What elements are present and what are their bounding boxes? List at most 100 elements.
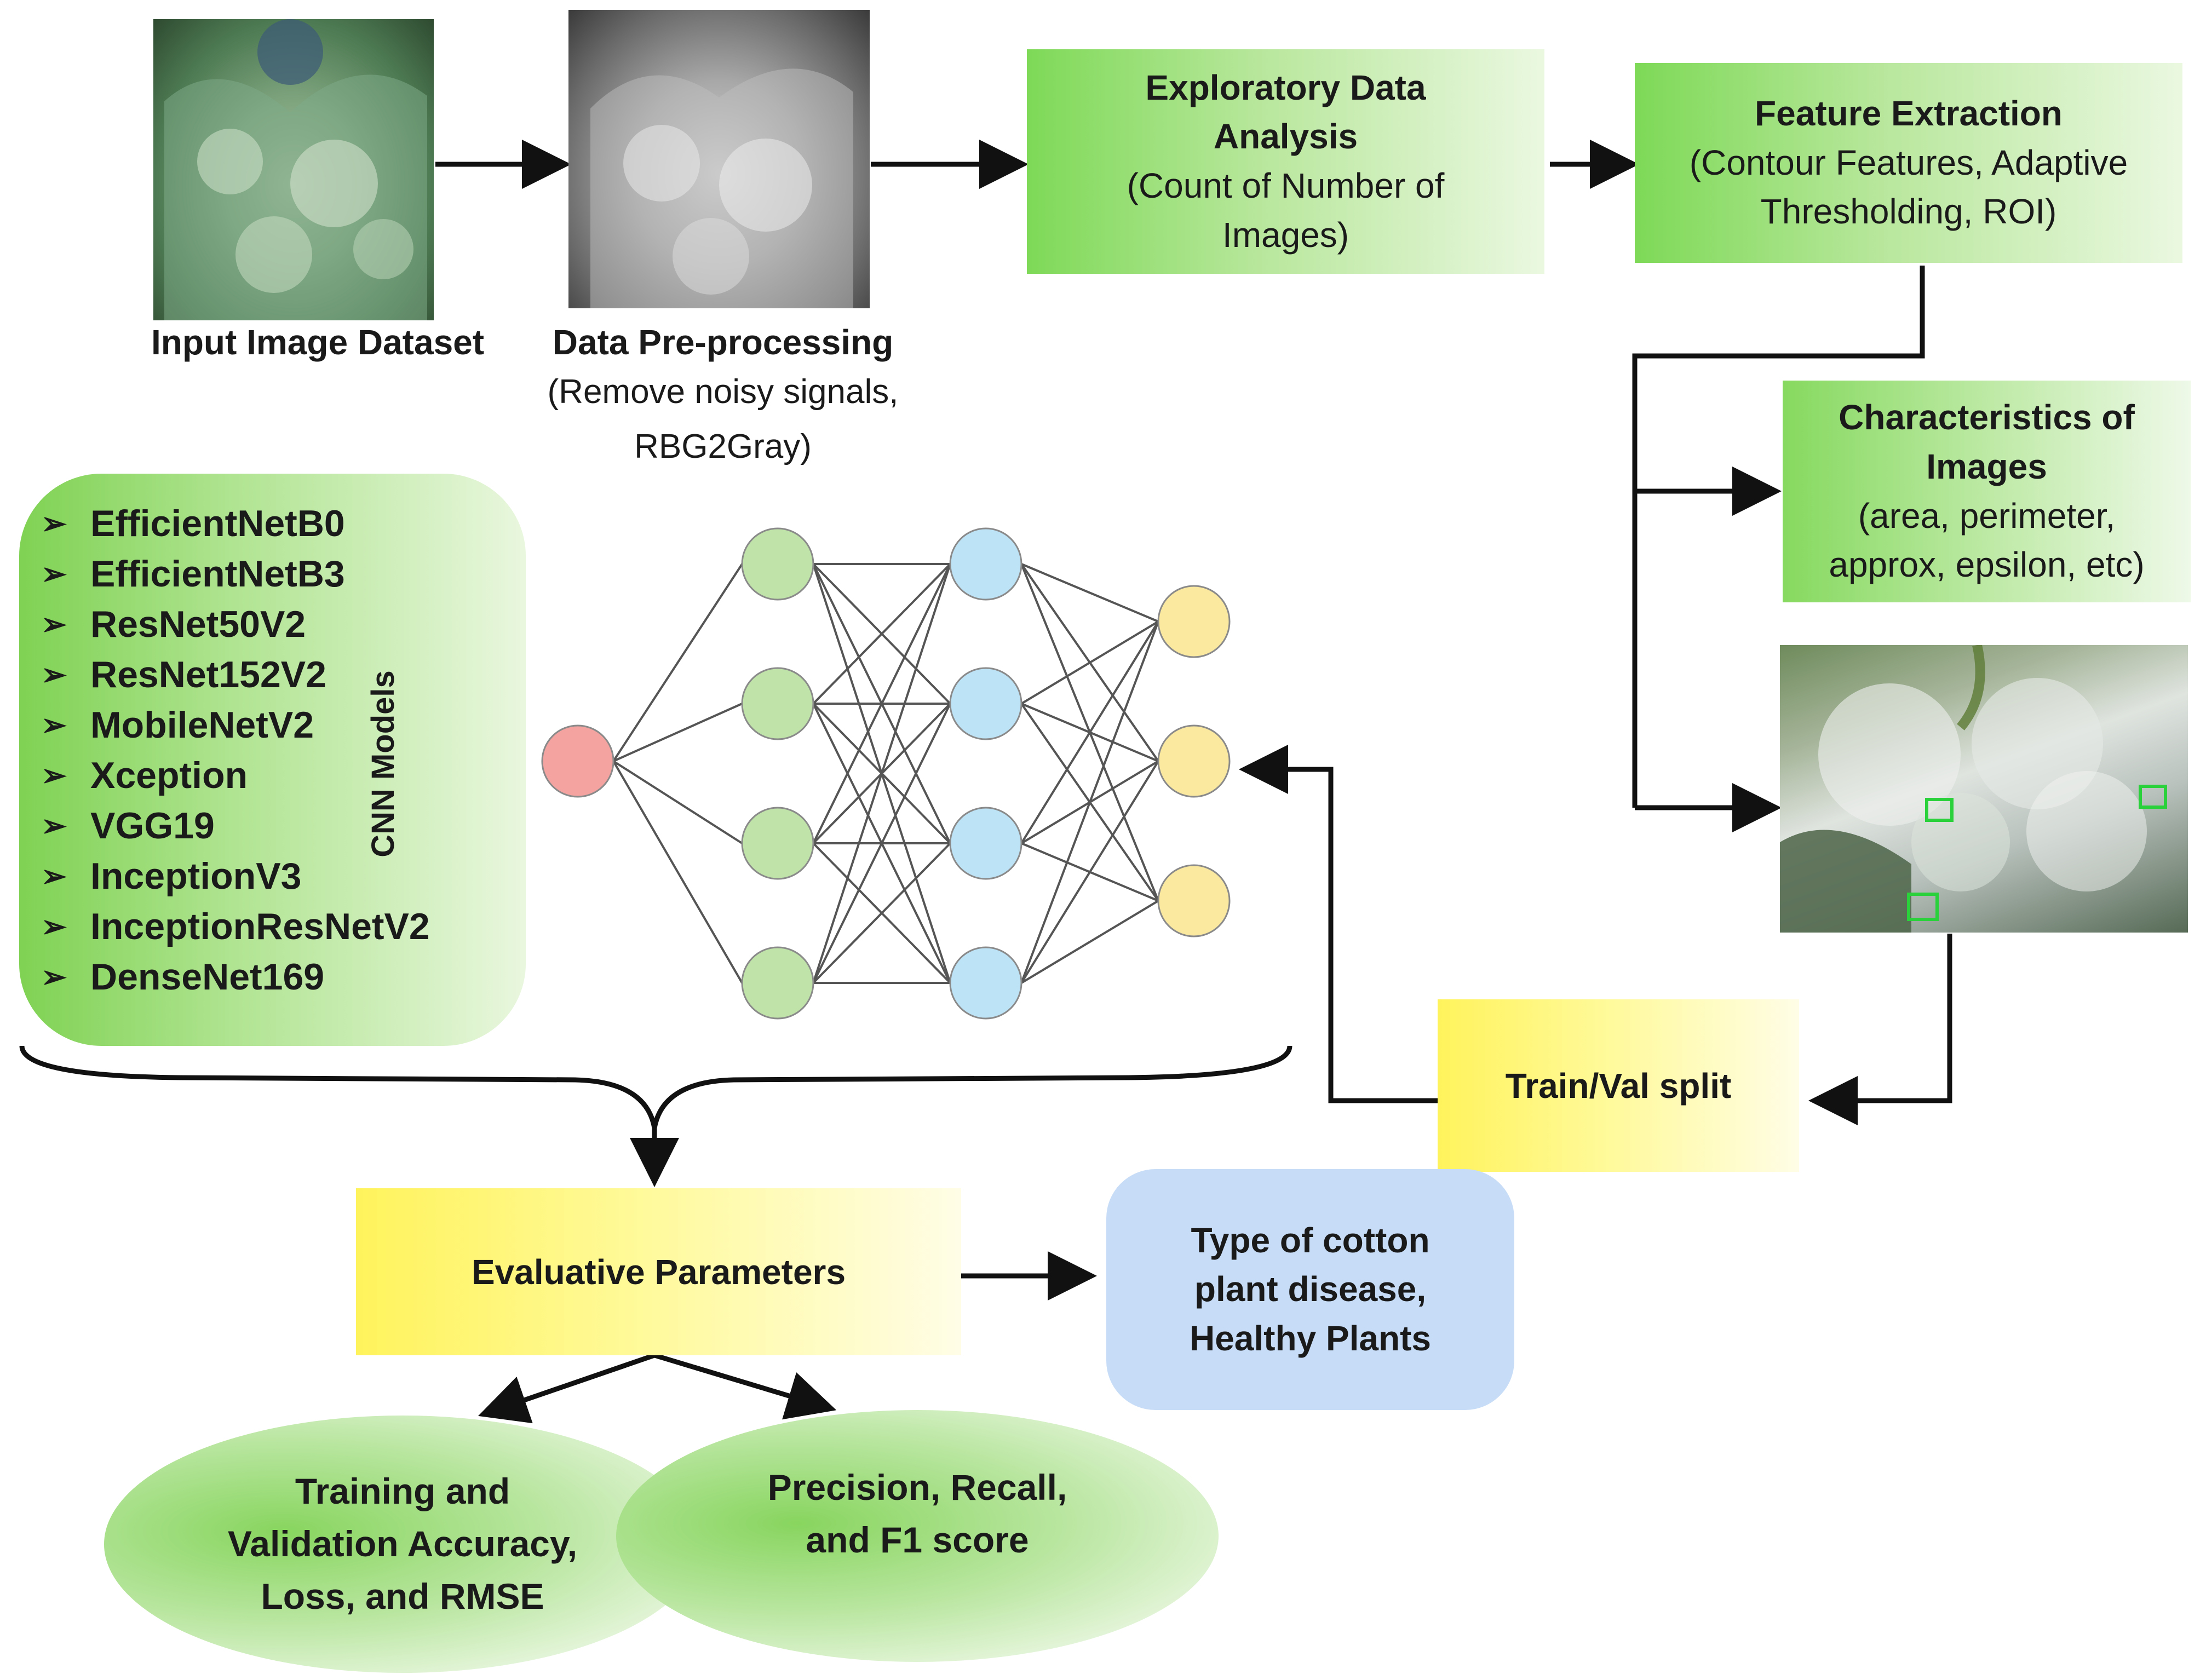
cnn-model-name: VGG19 <box>90 805 215 847</box>
nn-edge <box>1020 760 1159 984</box>
nn-edge <box>1020 900 1159 984</box>
cnn-model-name: EfficientNetB0 <box>90 503 345 544</box>
cnn-model-name: MobileNetV2 <box>90 704 314 746</box>
metrics-left-line2: Validation Accuracy, <box>227 1523 578 1564</box>
arrow-bullet-icon: ➢ <box>41 657 67 692</box>
arrow-roi-to-split <box>1808 934 1952 1125</box>
nn-edge <box>812 703 951 983</box>
arrow-bullet-icon: ➢ <box>41 959 67 994</box>
feature-extraction-box: Feature Extraction (Contour Features, Ad… <box>1635 63 2182 263</box>
metrics-right-line1: Precision, Recall, <box>767 1467 1067 1508</box>
roi-box-2 <box>2139 785 2167 809</box>
eda-title-line1: Exploratory Data <box>1145 67 1426 107</box>
cnn-model-item: ➢ InceptionResNetV2 <box>41 901 430 952</box>
cnn-model-item: ➢ InceptionV3 <box>41 851 430 901</box>
train-val-split-box: Train/Val split <box>1438 999 1799 1172</box>
eda-title-line2: Analysis <box>1213 117 1358 157</box>
metrics-accuracy-ellipse: Training and Validation Accuracy, Loss, … <box>104 1416 701 1673</box>
cnn-model-list: ➢ EfficientNetB0 ➢ EfficientNetB3 ➢ ResN… <box>41 498 430 1002</box>
input-label: Input Image Dataset <box>151 323 485 362</box>
nn-node-input <box>541 724 614 798</box>
metrics-left-line3: Loss, and RMSE <box>261 1575 544 1616</box>
leaf-texture <box>164 19 427 320</box>
characteristics-title-line1: Characteristics of <box>1839 398 2135 438</box>
preprocess-detail-1: (Remove noisy signals, <box>547 372 899 411</box>
cnn-model-item: ➢ EfficientNetB3 <box>41 549 430 599</box>
preprocess-title: Data Pre-processing <box>552 323 894 362</box>
cnn-model-name: InceptionV3 <box>90 855 302 897</box>
cnn-model-item: ➢ DenseNet169 <box>41 952 430 1002</box>
characteristics-detail-line2: approx, epsilon, etc) <box>1829 545 2145 585</box>
roi-leaf-image <box>1780 645 2188 933</box>
arrow-bullet-icon: ➢ <box>41 607 67 641</box>
neural-network <box>541 527 1231 1020</box>
arrow-bullet-icon: ➢ <box>41 506 67 540</box>
nn-edge <box>613 703 743 762</box>
metrics-precision-ellipse: Precision, Recall, and F1 score <box>616 1410 1219 1662</box>
nn-node-hidden1 <box>741 667 814 740</box>
nn-node-hidden2 <box>949 807 1022 880</box>
nn-node-hidden2 <box>949 946 1022 1020</box>
arrow-bullet-icon: ➢ <box>41 556 67 591</box>
curly-brace <box>19 1045 1292 1129</box>
nn-node-hidden2 <box>949 667 1022 740</box>
output-line2: plant disease, <box>1194 1269 1427 1309</box>
roi-box-1 <box>1925 798 1954 822</box>
cnn-model-name: Xception <box>90 755 248 796</box>
nn-edge <box>612 760 743 844</box>
cnn-model-name: InceptionResNetV2 <box>90 906 430 947</box>
nn-edge <box>812 842 951 984</box>
arrow-bullet-icon: ➢ <box>41 758 67 792</box>
connector-feature-branch <box>1632 266 1925 808</box>
arrow-bullet-icon: ➢ <box>41 707 67 742</box>
cnn-model-item: ➢ ResNet152V2 <box>41 649 430 700</box>
feature-detail-line2: Thresholding, ROI) <box>1760 192 2057 232</box>
arrow-bullet-icon: ➢ <box>41 909 67 943</box>
evaluative-parameters-box: Evaluative Parameters <box>356 1188 961 1355</box>
eda-detail-line1: (Count of Number of <box>1127 166 1445 205</box>
cnn-model-item: ➢ Xception <box>41 750 430 801</box>
nn-edge <box>1021 563 1159 623</box>
arrow-eval-to-metrics-right <box>653 1353 837 1420</box>
metrics-right-line2: and F1 score <box>806 1520 1029 1560</box>
characteristics-detail-line1: (area, perimeter, <box>1858 496 2116 536</box>
nn-edge <box>1020 620 1159 705</box>
roi-box-3 <box>1907 893 1939 921</box>
characteristics-title-line2: Images <box>1926 446 2047 486</box>
arrow-split-to-network <box>1239 745 1440 1103</box>
nn-node-hidden2 <box>949 527 1022 601</box>
cnn-model-item: ➢ EfficientNetB0 <box>41 498 430 549</box>
cnn-model-item: ➢ ResNet50V2 <box>41 599 430 649</box>
output-line3: Healthy Plants <box>1189 1318 1432 1358</box>
cnn-model-name: ResNet50V2 <box>90 603 306 645</box>
nn-edge <box>1020 621 1159 983</box>
nn-node-output <box>1157 724 1231 798</box>
eda-box: Exploratory Data Analysis (Count of Numb… <box>1027 49 1544 274</box>
gray-leaf-texture <box>590 68 853 308</box>
input-leaf-image <box>153 19 434 320</box>
nn-node-hidden1 <box>741 807 814 880</box>
nn-node-hidden1 <box>741 527 814 601</box>
output-box: Type of cotton plant disease, Healthy Pl… <box>1106 1169 1514 1410</box>
nn-edge <box>1020 620 1159 844</box>
nn-edge <box>812 563 951 844</box>
cnn-model-name: EfficientNetB3 <box>90 553 345 595</box>
cnn-model-name: ResNet152V2 <box>90 654 326 695</box>
cnn-model-name: DenseNet169 <box>90 956 325 998</box>
metrics-left-line1: Training and <box>295 1471 510 1512</box>
nn-node-output <box>1157 864 1231 937</box>
feature-detail-line1: (Contour Features, Adaptive <box>1689 142 2128 182</box>
characteristics-box: Characteristics of Images (area, perimet… <box>1783 381 2191 602</box>
cnn-models-panel: ➢ EfficientNetB0 ➢ EfficientNetB3 ➢ ResN… <box>19 474 526 1046</box>
arrow-bullet-icon: ➢ <box>41 808 67 843</box>
nn-edge <box>612 760 743 984</box>
roi-texture <box>1780 645 2167 933</box>
cnn-model-item: ➢ VGG19 <box>41 801 430 851</box>
nn-edge <box>812 563 951 983</box>
nn-edge <box>612 563 743 762</box>
nn-node-output <box>1157 585 1231 658</box>
nn-node-hidden1 <box>741 946 814 1020</box>
feature-title: Feature Extraction <box>1755 94 2063 134</box>
